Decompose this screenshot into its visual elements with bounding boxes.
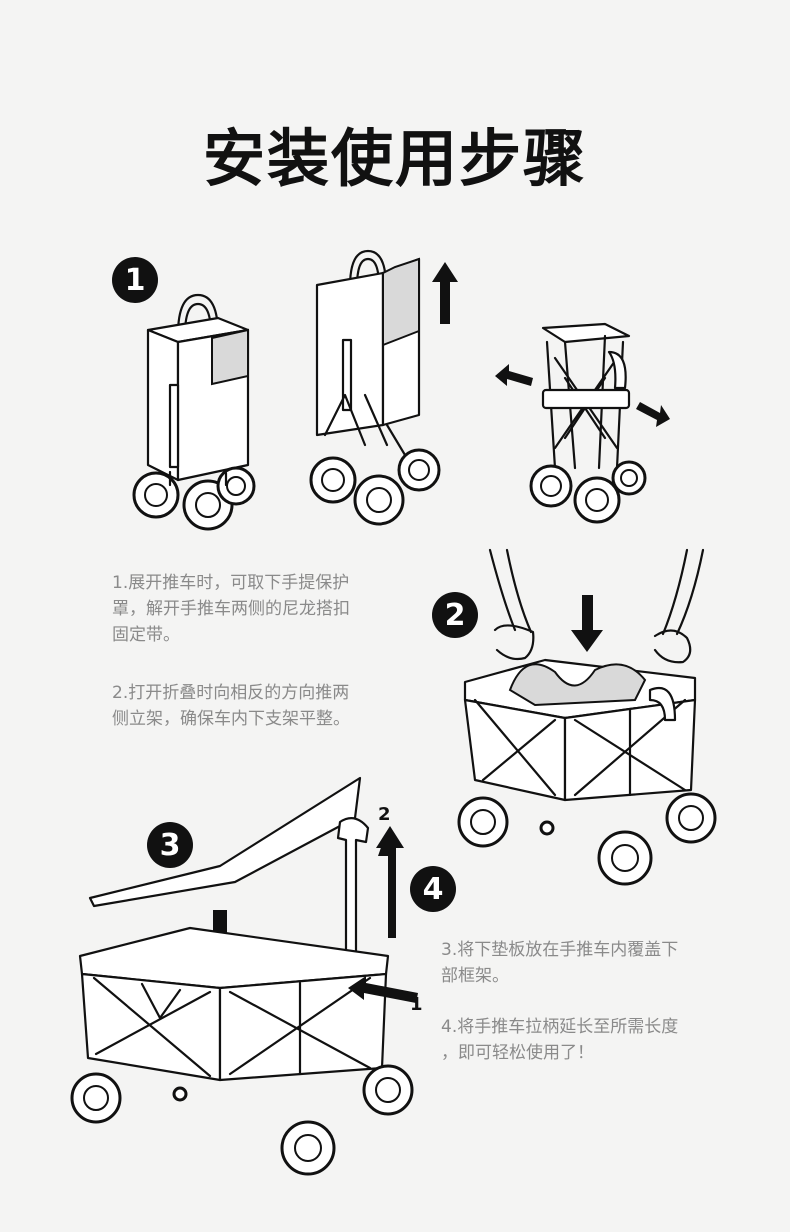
- step-2-line-1: 2.打开折叠时向相反的方向推两: [112, 683, 350, 703]
- step-4-line-1: 4.将手推车拉柄延长至所需长度: [441, 1017, 679, 1037]
- up-arrow-icon: [378, 836, 396, 938]
- step-4-badge: 4: [410, 866, 456, 912]
- hands-pressing-cart-illustration: [457, 548, 717, 886]
- up-arrow-icon: [432, 262, 458, 324]
- step-2-text: 2.打开折叠时向相反的方向推两 侧立架，确保车内下支架平整。: [112, 680, 412, 732]
- cart-cover-removal-illustration: [309, 249, 441, 526]
- folded-cart-illustration: [132, 293, 256, 531]
- step-1-badge: 1: [112, 257, 158, 303]
- down-arrow-icon: [571, 595, 603, 652]
- page-title: 安装使用步骤: [202, 122, 587, 195]
- step-1-line-3: 固定带。: [112, 625, 180, 645]
- step-3-badge: 3: [147, 822, 193, 868]
- left-arrow-icon: [348, 976, 418, 1003]
- handle-side-label: 1: [410, 994, 423, 1015]
- cart-unfolding-illustration: [529, 322, 647, 524]
- step-1-text: 1.展开推车时，可取下手提保护 罩，解开手推车两侧的尼龙搭扣 固定带。: [112, 570, 412, 648]
- step-4-line-2: ，即可轻松使用了！: [441, 1043, 594, 1063]
- left-arrow-icon: [495, 364, 533, 386]
- handle-up-label: 2: [378, 804, 391, 825]
- step-4-text: 4.将手推车拉柄延长至所需长度 ，即可轻松使用了！: [441, 1014, 741, 1066]
- right-arrow-icon: [636, 402, 670, 427]
- step-3-line-2: 部框架。: [441, 966, 509, 986]
- step-2-line-2: 侧立架，确保车内下支架平整。: [112, 709, 350, 729]
- step-1-line-2: 罩，解开手推车两侧的尼龙搭扣: [112, 599, 350, 619]
- step-3-line-1: 3.将下垫板放在手推车内覆盖下: [441, 940, 679, 960]
- step-3-text: 3.将下垫板放在手推车内覆盖下 部框架。: [441, 937, 741, 989]
- step-1-line-1: 1.展开推车时，可取下手提保护: [112, 573, 350, 593]
- step-2-badge: 2: [432, 592, 478, 638]
- cart-board-insert-illustration: [70, 776, 418, 1176]
